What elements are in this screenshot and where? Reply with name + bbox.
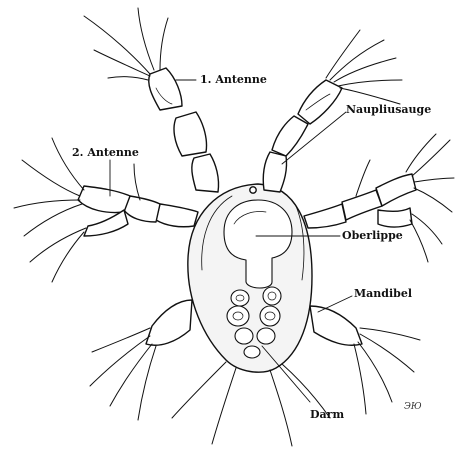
label-mandible: Mandibel: [354, 287, 412, 300]
label-gut: Darm: [310, 408, 344, 421]
artist-signature: ЭЮ: [404, 402, 422, 412]
antenna1-left: [149, 68, 219, 192]
label-antenna2: 2. Antenne: [72, 146, 139, 159]
antenna2-right: [304, 174, 416, 228]
label-antenna1: 1. Antenne: [200, 73, 267, 86]
antenna1-right: [263, 80, 342, 192]
antenna1-left-setae: [84, 8, 168, 80]
mandible-left: [146, 300, 192, 345]
nauplius-eye-mark: [250, 187, 256, 193]
posterior-setae: [172, 362, 330, 446]
label-nauplius-eye: Naupliusauge: [346, 103, 431, 116]
label-labrum: Oberlippe: [342, 229, 403, 242]
